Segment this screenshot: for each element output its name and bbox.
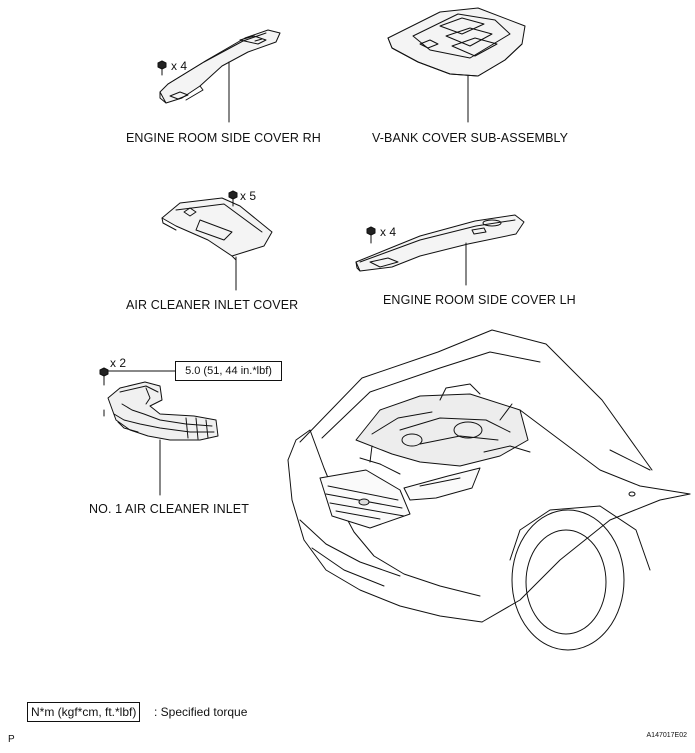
label-engine-room-side-cover-rh: ENGINE ROOM SIDE COVER RH	[126, 131, 321, 145]
no1-air-cleaner-inlet-drawing	[103, 381, 219, 496]
page-marker: P	[8, 734, 15, 745]
label-engine-room-side-cover-lh: ENGINE ROOM SIDE COVER LH	[383, 293, 576, 307]
label-no1-air-cleaner-inlet: NO. 1 AIR CLEANER INLET	[89, 502, 249, 516]
torque-unit-legend-box: N*m (kgf*cm, ft.*lbf)	[27, 702, 141, 722]
engine-room-side-cover-lh-drawing	[355, 214, 525, 286]
clip-icon	[228, 190, 238, 207]
torque-unit-legend-text: : Specified torque	[154, 705, 248, 719]
label-air-cleaner-inlet-cover: AIR CLEANER INLET COVER	[126, 298, 299, 312]
qty-rh-cover: x 4	[171, 59, 188, 73]
qty-inlet: x 2	[110, 356, 127, 370]
qty-inlet-cover: x 5	[240, 189, 257, 203]
v-bank-cover-drawing	[387, 7, 526, 123]
torque-spec-box: 5.0 (51, 44 in.*lbf)	[175, 361, 282, 381]
label-v-bank-cover: V-BANK COVER SUB-ASSEMBLY	[372, 131, 569, 145]
bolt-icon	[99, 367, 109, 386]
qty-lh-cover: x 4	[380, 225, 397, 239]
engine-room-side-cover-rh-drawing	[159, 29, 281, 123]
air-cleaner-inlet-cover-drawing	[161, 197, 273, 291]
bolt-icon	[157, 60, 167, 76]
figure-code: A147017E02	[646, 732, 687, 739]
bolt-icon	[366, 226, 376, 244]
vehicle-illustration	[287, 329, 691, 651]
